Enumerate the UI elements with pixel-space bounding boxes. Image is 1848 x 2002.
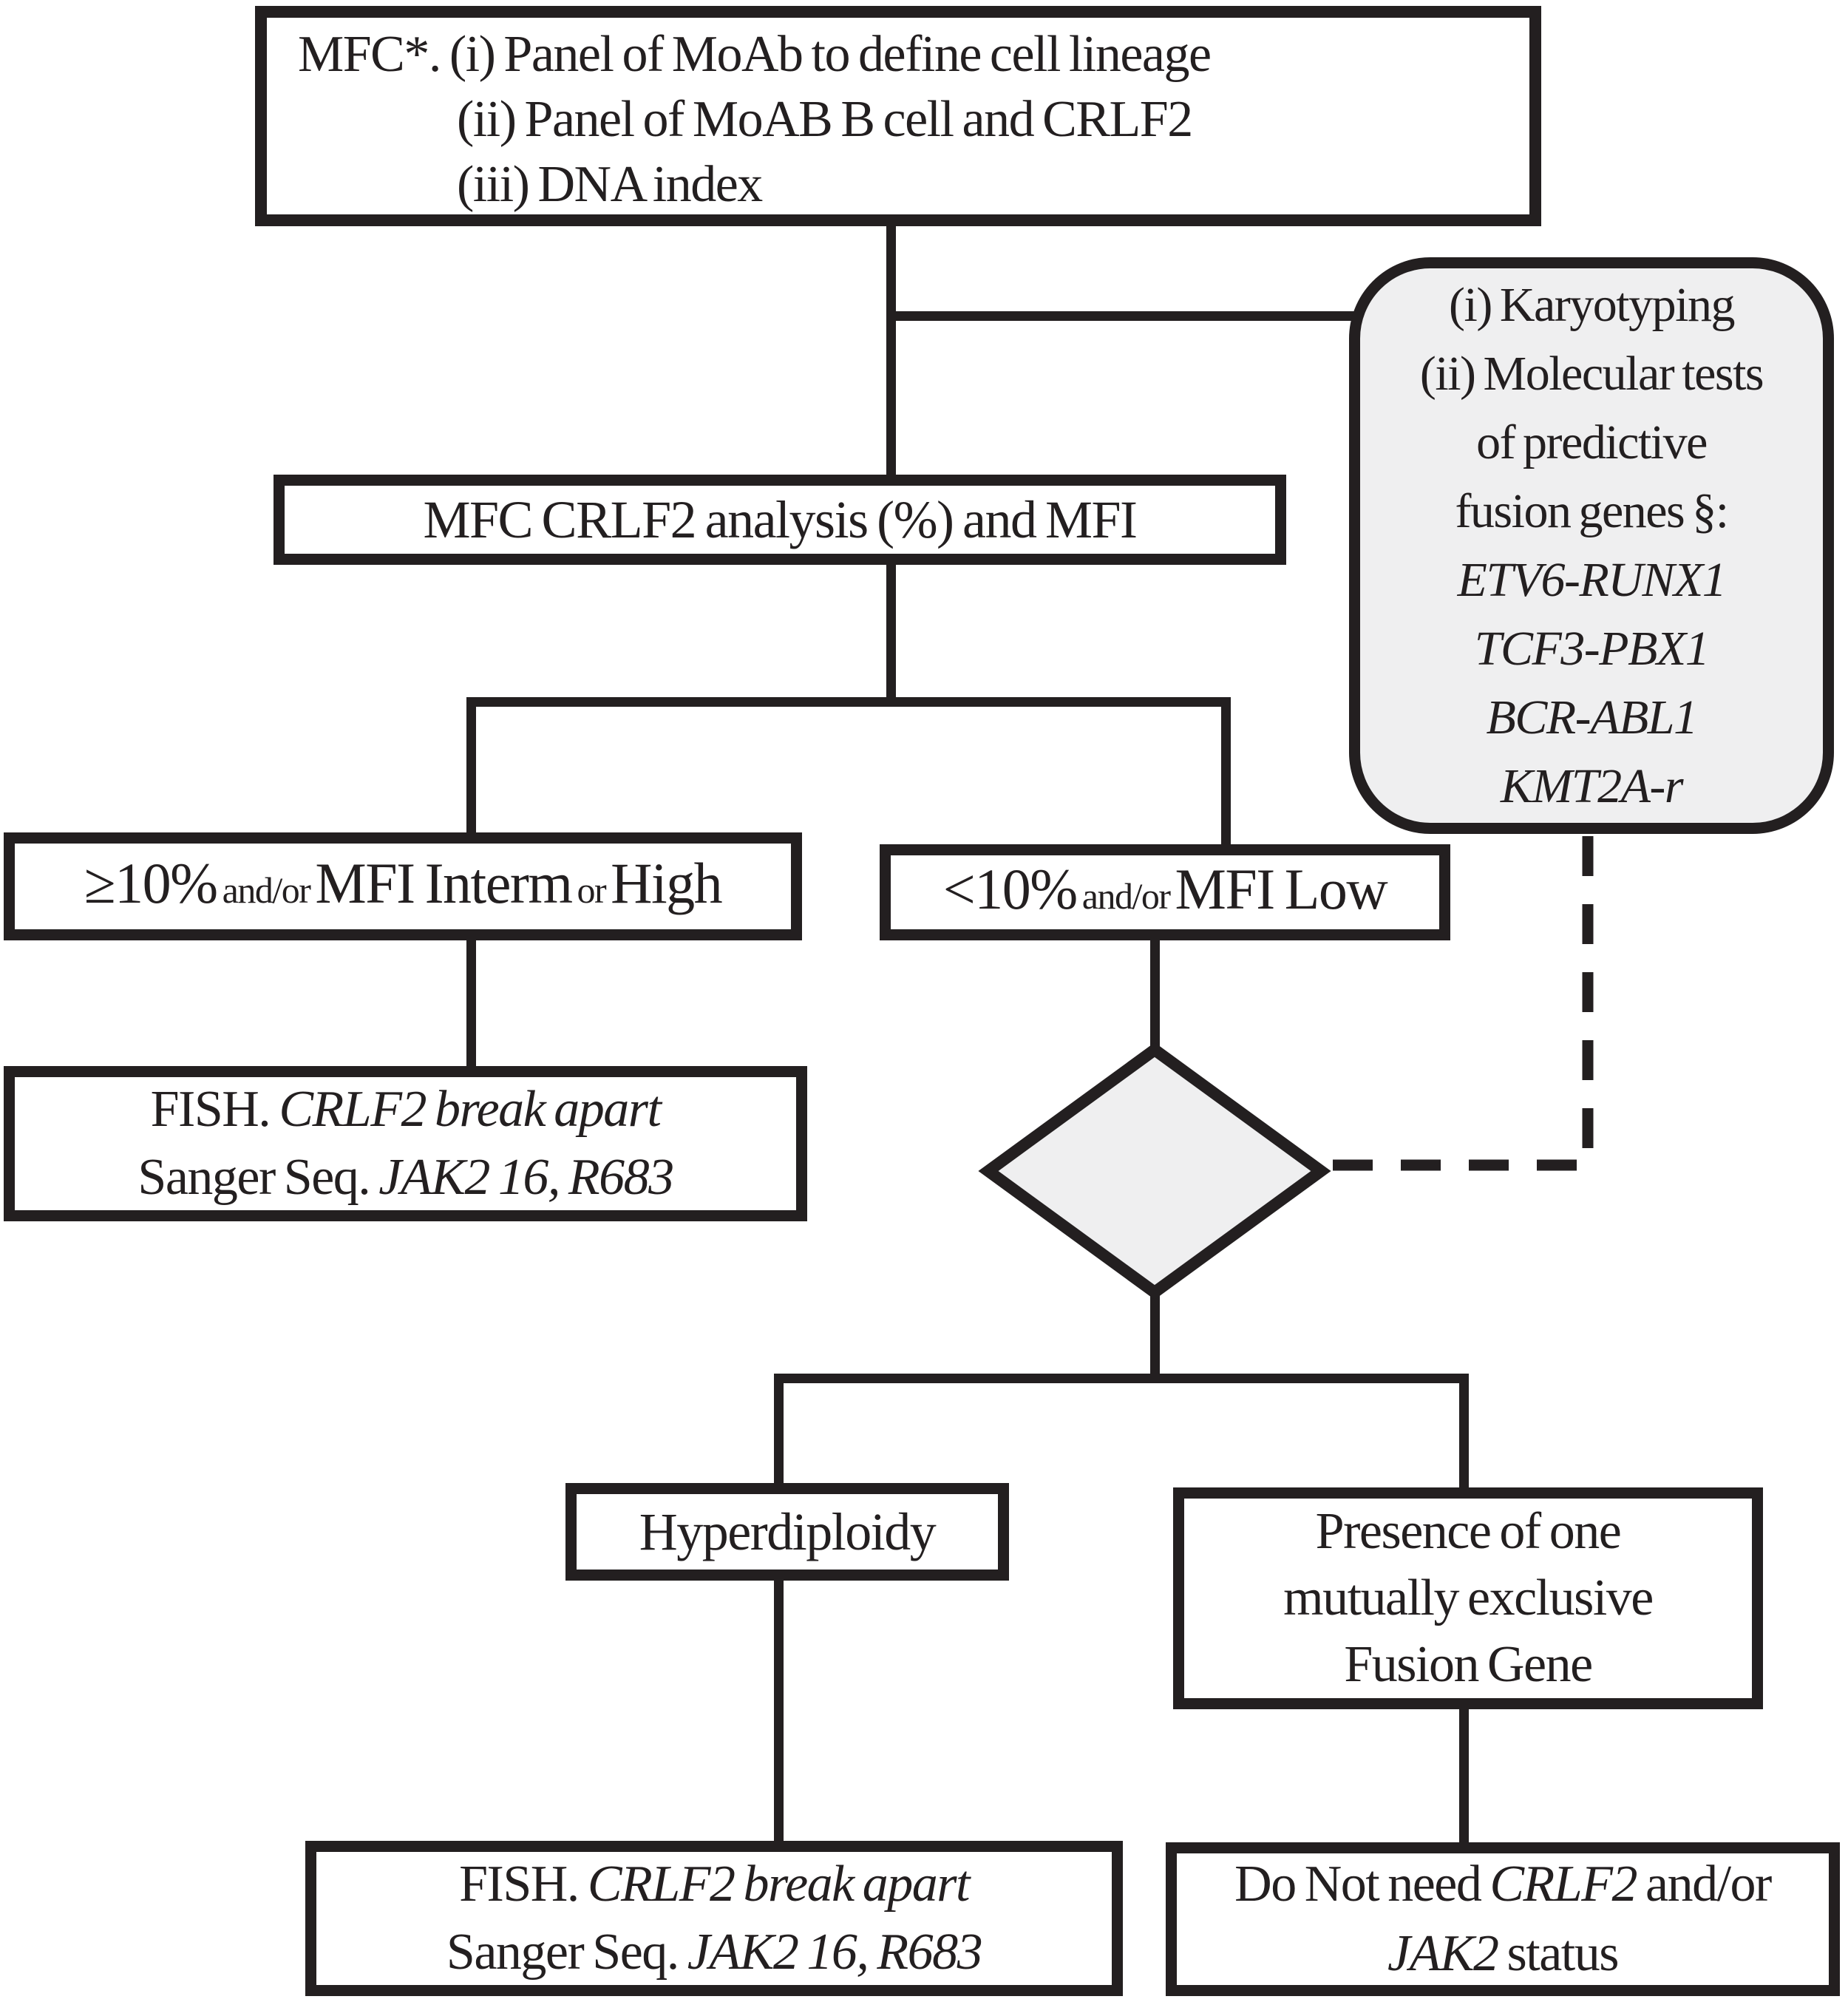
node-crlf2-low: <10% and/or MFI Low (880, 844, 1450, 940)
node-mfc-panel: MFC*. (i) Panel of MoAb to define cell l… (255, 6, 1541, 226)
connector-split-lower (774, 1374, 1469, 1383)
connector-drop-low (1221, 697, 1231, 851)
fish-upper-line1-italic: CRLF2 break apart (279, 1081, 662, 1138)
noneed-line1-roman: Do Not need (1234, 1856, 1490, 1913)
connector-split-upper (466, 697, 1231, 707)
connector-hyperdiploidy-to-fish (774, 1576, 784, 1844)
fusion-gene-etv6-runx1: ETV6-RUNX1 (1457, 553, 1727, 607)
connector-top-to-analysis (886, 224, 896, 479)
crlf2-low-conj1: and/or (1076, 875, 1175, 917)
node-crlf2-high: ≥10% and/or MFI Interm or High (4, 832, 802, 940)
noneed-line1-italic: CRLF2 (1489, 1856, 1637, 1913)
fusion-gene-tcf3-pbx1: TCF3-PBX1 (1474, 622, 1710, 676)
crlf2-high-level: High (611, 850, 723, 915)
connector-drop-high (466, 697, 476, 839)
connector-drop-fusion-gene (1459, 1374, 1469, 1492)
noneed-line1: Do Not need CRLF2 and/or (1234, 1850, 1772, 1919)
connector-low-to-decision (1150, 936, 1160, 1054)
crlf2-high-conj1: and/or (217, 869, 316, 911)
crlf2-high-conj2: or (571, 869, 611, 911)
node-hyperdiploidy: Hyperdiploidy (565, 1483, 1009, 1581)
karyotyping-line3: of predictive (1476, 415, 1708, 469)
connector-drop-hyperdiploidy (774, 1374, 784, 1489)
fish-lower-line1: FISH. CRLF2 break apart (459, 1850, 971, 1918)
fusion-gene-bcr-abl1: BCR-ABL1 (1486, 690, 1698, 744)
crlf2-low-mfi: MFI Low (1175, 856, 1388, 921)
fish-lower-line1-roman: FISH. (459, 1856, 588, 1913)
crlf2-high-label: ≥10% and/or MFI Interm or High (84, 849, 723, 924)
crlf2-low-value: <10% (942, 856, 1078, 921)
connector-decision-down (1150, 1288, 1160, 1380)
crlf2-high-value: ≥10% (84, 850, 218, 915)
noneed-line2: JAK2 status (1387, 1919, 1620, 1989)
noneed-line1-roman2: and/or (1637, 1856, 1772, 1913)
fish-upper-line1-roman: FISH. (150, 1081, 279, 1138)
crlf2-low-label: <10% and/or MFI Low (942, 855, 1388, 930)
node-fish-upper: FISH. CRLF2 break apart Sanger Seq. JAK2… (4, 1066, 807, 1221)
karyotyping-line1: (i) Karyotyping (1449, 278, 1735, 332)
noneed-line2-roman: status (1498, 1925, 1620, 1982)
decision-diamond (978, 1042, 1331, 1300)
fish-lower-line2: Sanger Seq. JAK2 16, R683 (446, 1918, 983, 1986)
karyotyping-line2: (ii) Molecular tests (1419, 347, 1764, 401)
fish-lower-line2-italic: JAK2 16, R683 (687, 1924, 983, 1981)
connector-fusion-to-noneed (1459, 1705, 1469, 1845)
connector-to-karyotyping (891, 311, 1379, 321)
node-no-crlf2-jak2-needed: Do Not need CRLF2 and/or JAK2 status (1166, 1842, 1840, 1996)
mfc-crlf2-analysis-label: MFC CRLF2 analysis (%) and MFI (423, 490, 1138, 549)
node-fish-lower: FISH. CRLF2 break apart Sanger Seq. JAK2… (305, 1841, 1123, 1996)
fusion-presence-line2: mutually exclusive (1283, 1570, 1654, 1626)
fish-upper-line1: FISH. CRLF2 break apart (150, 1076, 662, 1144)
fish-upper-line2: Sanger Seq. JAK2 16, R683 (137, 1144, 674, 1212)
hyperdiploidy-label: Hyperdiploidy (639, 1502, 937, 1561)
fish-lower-line1-italic: CRLF2 break apart (587, 1856, 971, 1913)
fusion-presence-line1: Presence of one (1315, 1503, 1622, 1560)
node-fusion-gene-presence: Presence of one mutually exclusive Fusio… (1173, 1487, 1763, 1709)
crlf2-high-mfi: MFI Interm (315, 850, 573, 915)
mfc-panel-line2: (ii) Panel of MoAB B cell and CRLF2 (457, 91, 1193, 148)
connector-analysis-down (886, 560, 896, 702)
fusion-gene-kmt2a-r: KMT2A-r (1500, 759, 1684, 813)
fish-upper-line2-roman: Sanger Seq. (137, 1149, 379, 1206)
fish-upper-line2-italic: JAK2 16, R683 (378, 1149, 674, 1206)
mfc-panel-line1: MFC*. (i) Panel of MoAb to define cell l… (298, 26, 1212, 83)
noneed-line2-italic: JAK2 (1387, 1925, 1499, 1982)
fusion-presence-line3: Fusion Gene (1344, 1636, 1593, 1693)
fish-lower-line2-roman: Sanger Seq. (446, 1924, 687, 1981)
karyotyping-line4: fusion genes §: (1455, 484, 1729, 538)
connector-high-to-fish (466, 936, 476, 1069)
node-karyotyping-tests: (i) Karyotyping (ii) Molecular tests of … (1349, 257, 1834, 834)
node-mfc-crlf2-analysis: MFC CRLF2 analysis (%) and MFI (274, 475, 1286, 565)
mfc-panel-line3: (iii) DNA index (457, 156, 763, 213)
